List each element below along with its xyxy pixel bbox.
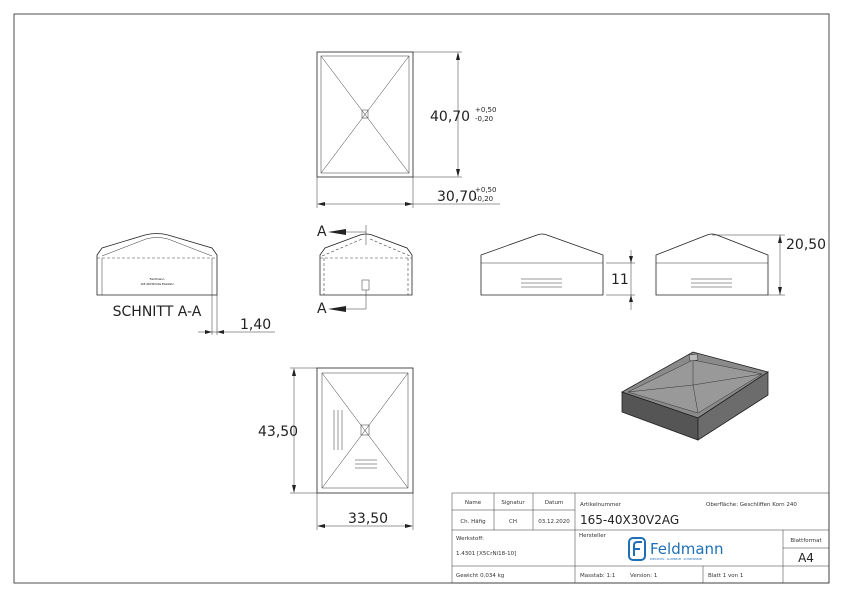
scale: Masstab: 1:1 [580, 573, 615, 579]
feldmann-logo: Feldmann EDELSTAHL · ALUMINIUM · SCHWEIS… [628, 537, 724, 561]
signature-value: CH [509, 519, 517, 525]
section-marker: A [317, 301, 327, 317]
material-value: 1.4301 [X5CrNi18-10] [456, 551, 516, 557]
dim-top-width: 30,70 [437, 189, 477, 205]
format-value: A4 [798, 551, 814, 565]
manufacturer-label: Hersteller [579, 533, 607, 539]
tol-lower: -0,20 [475, 195, 493, 203]
section-view: Feldmann 165-40X30V2AG Edelstahl SCHNITT… [96, 233, 275, 335]
top-view: 40,70 +0,50 -0,20 30,70 +0,50 -0,20 [316, 51, 500, 208]
dim-bottom-width: 33,50 [348, 511, 388, 527]
sheet-number: Blatt 1 von 1 [708, 573, 743, 579]
logo-text: Feldmann [650, 540, 724, 558]
engraving: 165-40X30V2AG Edelstahl [141, 282, 174, 286]
dim-total-height: 20,50 [786, 237, 826, 253]
dim-top-height: 40,70 [430, 109, 470, 125]
logo-tagline: EDELSTAHL · ALUMINIUM · SCHWEISSEREI [650, 557, 703, 561]
date-label: Datum [545, 500, 564, 506]
dim-bottom-height: 43,50 [258, 424, 298, 440]
weight: Gewicht 0,034 kg [456, 573, 504, 579]
dim-wall: 1,40 [240, 317, 271, 333]
isometric-view [621, 351, 769, 441]
name-label: Name [465, 500, 482, 506]
signature-label: Signatur [501, 500, 525, 506]
date-value: 03.12.2020 [538, 519, 570, 525]
section-marker: A [317, 224, 327, 240]
article-number: 165-40X30V2AG [580, 513, 679, 527]
side-view: 11 [480, 233, 635, 310]
front-view: A A [317, 224, 413, 317]
surface: Oberfläche: Geschliffen Korn 240 [706, 502, 797, 508]
tol-upper: +0,50 [475, 106, 496, 114]
version: Version: 1 [630, 573, 657, 579]
section-label: SCHNITT A-A [113, 304, 202, 320]
tol-upper: +0,50 [475, 186, 496, 194]
engraving: Feldmann [150, 277, 165, 281]
tol-lower: -0,20 [475, 115, 493, 123]
title-block: Name Signatur Datum Ch. Häfig CH 03.12.2… [451, 492, 830, 584]
format-label: Blattformat [790, 538, 822, 544]
article-label: Artikelnummer [580, 502, 622, 508]
side-view-2: 20,50 [655, 233, 826, 296]
name-value: Ch. Häfig [460, 519, 485, 525]
dim-body-height: 11 [611, 272, 629, 288]
bottom-view: 43,50 33,50 [258, 367, 414, 530]
sheet-border [13, 13, 830, 584]
material-label: Werkstoff: [456, 536, 484, 542]
